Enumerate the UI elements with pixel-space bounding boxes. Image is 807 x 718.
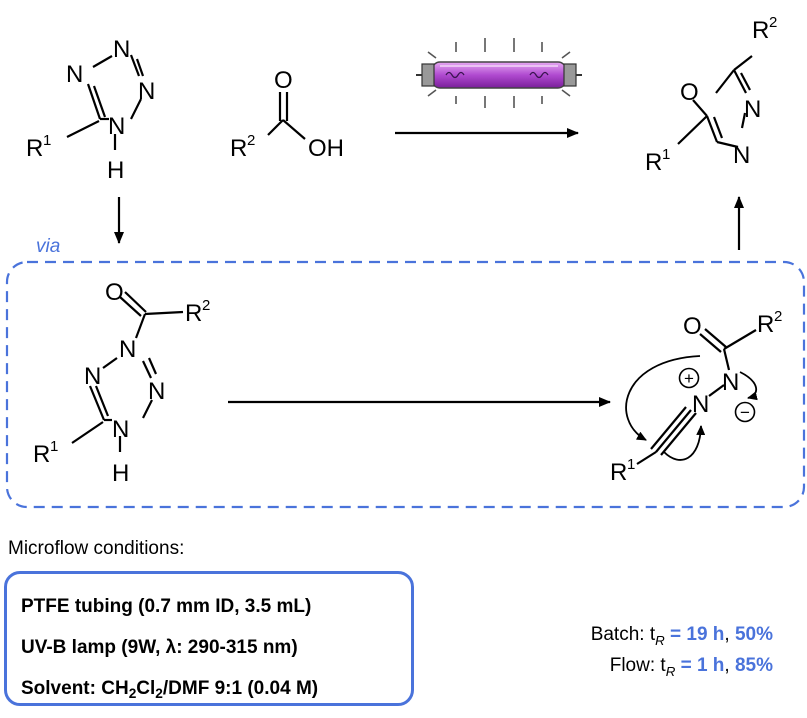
conditions-title: Microflow conditions: — [8, 538, 185, 559]
ox-r1: R — [645, 149, 662, 176]
at-o: O — [105, 279, 124, 306]
curved-arrow-bottom — [663, 425, 706, 461]
acid-o: O — [274, 67, 293, 94]
nitrile-imine-structure — [636, 328, 757, 465]
flow-sub: R — [665, 663, 676, 679]
ox-o: O — [680, 79, 699, 106]
ox-r2-sup: 2 — [769, 14, 777, 31]
ox-n4: N — [733, 142, 750, 169]
ni-n-plus: N — [692, 391, 709, 418]
batch-result: Batch: tR = 19 h, 50% — [591, 624, 773, 648]
tz-r: R — [26, 135, 43, 162]
condition-tubing: PTFE tubing (0.7 mm ID, 3.5 mL) — [21, 596, 312, 617]
ni-r2: R — [757, 311, 774, 338]
curved-arrow-left — [625, 355, 701, 441]
mechanism-box — [5, 260, 806, 509]
at-r2: R — [185, 300, 202, 327]
at-n3: N — [148, 378, 165, 405]
batch-yield: 50% — [734, 624, 773, 645]
acyl-tetrazole-structure — [71, 291, 184, 452]
solvent-part-2: Cl — [136, 678, 156, 699]
batch-sub: R — [655, 632, 665, 648]
acid-r-sup: 2 — [247, 132, 255, 149]
at-n1: N — [84, 363, 101, 390]
ox-n3: N — [744, 96, 761, 123]
flow-yield: 85% — [734, 655, 773, 676]
oxadiazole-structure — [677, 55, 753, 149]
tz-h: H — [107, 157, 124, 184]
acid-structure — [267, 92, 306, 140]
ox-r2: R — [752, 17, 769, 44]
at-r2-sup: 2 — [202, 297, 210, 314]
ni-o: O — [683, 313, 702, 340]
batch-sep: , — [724, 624, 735, 645]
ni-n-minus: N — [722, 369, 739, 396]
batch-label: Batch: t — [590, 624, 656, 645]
at-n4: N — [112, 416, 129, 443]
batch-time: 19 h — [686, 624, 725, 645]
flow-label: Flow: t — [609, 655, 666, 676]
condition-lamp: UV-B lamp (9W, λ: 290-315 nm) — [21, 637, 298, 658]
ni-r2-sup: 2 — [774, 308, 782, 325]
solvent-sub-1: 2 — [128, 686, 137, 701]
flow-sep: , — [724, 655, 735, 676]
tz-n4: N — [138, 78, 155, 105]
tz-n2: N — [66, 61, 83, 88]
condition-solvent: Solvent: CH2Cl2/DMF 9:1 (0.04 M) — [21, 678, 318, 700]
minus-charge: − — [740, 403, 750, 422]
conditions-box: PTFE tubing (0.7 mm ID, 3.5 mL) UV-B lam… — [4, 571, 414, 706]
tetrazole-structure — [66, 54, 145, 150]
curved-arrow-right — [739, 371, 758, 401]
at-r1: R — [33, 441, 50, 468]
tz-n3: N — [113, 36, 130, 63]
at-r1-sup: 1 — [50, 438, 58, 455]
at-h: H — [112, 460, 129, 487]
reaction-scheme: N N N N H R 1 O OH R 2 — [5, 14, 806, 509]
flow-time: 1 h — [696, 655, 725, 676]
flow-eq: = — [675, 655, 697, 676]
solvent-sub-2: 2 — [155, 686, 163, 701]
batch-eq: = — [664, 624, 687, 645]
acid-r: R — [230, 135, 247, 162]
acid-oh: OH — [308, 135, 344, 162]
ni-r1-sup: 1 — [627, 456, 635, 473]
ox-r1-sup: 1 — [662, 146, 670, 163]
tz-n1: N — [108, 113, 125, 140]
solvent-part-1: Solvent: CH — [21, 678, 129, 699]
ni-r1: R — [610, 459, 627, 486]
at-n2: N — [119, 336, 136, 363]
plus-charge: + — [684, 369, 694, 388]
uv-lamp-icon — [416, 38, 582, 108]
flow-result: Flow: tR = 1 h, 85% — [610, 655, 773, 679]
solvent-part-3: /DMF 9:1 (0.04 M) — [162, 678, 319, 699]
via-label: via — [36, 236, 61, 257]
tz-r-sup: 1 — [43, 132, 51, 149]
